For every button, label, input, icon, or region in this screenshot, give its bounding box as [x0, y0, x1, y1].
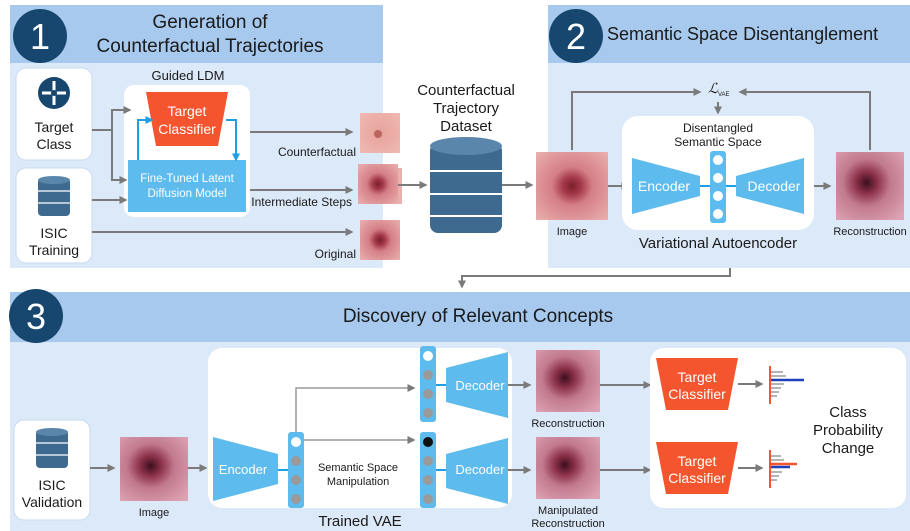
dataset-database-icon: [430, 137, 502, 233]
isic-training-label-2: Training: [29, 242, 79, 258]
guided-ldm-label: Guided LDM: [152, 68, 225, 83]
section-2-decoder-label: Decoder: [748, 178, 801, 194]
target-classifier-1-label-2: Classifier: [158, 121, 216, 137]
target-classifier-2-label: Target: [678, 369, 717, 385]
target-classifier-2: Target Classifier: [656, 358, 738, 410]
section-3-decoder-top-label: Decoder: [455, 378, 505, 393]
diffusion-label: Fine-Tuned Latent: [140, 173, 234, 185]
section-2-reconstruction-label: Reconstruction: [833, 226, 906, 238]
section-2-encoder: [632, 158, 700, 214]
class-change-label-1: Class: [829, 404, 867, 421]
section-3-encoder-label: Encoder: [219, 462, 268, 477]
section-3-number: 3: [26, 296, 46, 337]
original-label: Original: [315, 247, 356, 261]
probability-bars-bottom-icon: [769, 450, 797, 488]
manipulated-label-2: Reconstruction: [531, 518, 604, 530]
latent-vector-bottom: [420, 432, 436, 508]
trained-vae-label: Trained VAE: [318, 513, 401, 530]
database-icon: [38, 176, 70, 216]
target-classifier-1: Target Classifier: [146, 92, 228, 146]
target-classifier-3: Target Classifier: [656, 442, 738, 494]
dataset-label-3: Dataset: [440, 118, 493, 135]
isic-training-box: ISIC Training: [15, 167, 93, 264]
section-3-title: Discovery of Relevant Concepts: [343, 306, 613, 327]
section-2-encoder-label: Encoder: [638, 178, 690, 194]
section-3-decoder-bottom: [446, 438, 508, 504]
original-image: [360, 220, 400, 260]
manipulated-reconstruction-image: [536, 437, 600, 499]
target-class-box: Target Class: [15, 67, 93, 161]
isic-training-label: ISIC: [40, 225, 67, 241]
section-3-encoder: [213, 437, 278, 501]
section-3-decoder-top: [446, 352, 508, 418]
section-3-reconstruction-image: [536, 350, 600, 412]
section-3-input-image: [120, 437, 188, 501]
class-change-label-2: Probability: [813, 422, 884, 439]
disentangled-label-2: Semantic Space: [674, 135, 762, 149]
section-1-title-line1: Generation of: [152, 12, 268, 33]
disentangled-label-1: Disentangled: [683, 121, 753, 135]
counterfactual-label: Counterfactual: [278, 145, 356, 159]
class-change-label-3: Change: [822, 440, 875, 457]
target-class-label-2: Class: [36, 136, 71, 152]
section-3-reconstruction-label: Reconstruction: [531, 418, 604, 430]
diffusion-model-box: Fine-Tuned Latent Diffusion Model: [128, 160, 246, 212]
target-class-label: Target: [35, 119, 74, 135]
section-2-image-label: Image: [557, 226, 588, 238]
intermediate-image: [358, 164, 398, 204]
probability-bars-top-icon: [769, 366, 804, 404]
section-2-decoder: [736, 158, 804, 214]
section-2-input-image: [536, 152, 608, 220]
section-2-number: 2: [566, 16, 586, 57]
intermediate-steps-label: Intermediate Steps: [251, 195, 352, 209]
isic-validation-label-2: Validation: [22, 494, 82, 510]
section-3-image-label: Image: [139, 507, 170, 519]
latent-vector: [710, 151, 726, 223]
manipulation-label-2: Manipulation: [327, 476, 389, 488]
target-classifier-3-label: Target: [678, 453, 717, 469]
isic-validation-box: ISIC Validation: [13, 419, 91, 521]
vae-label: Variational Autoencoder: [639, 235, 797, 252]
section-3-decoder-bottom-label: Decoder: [455, 462, 505, 477]
dataset-label-1: Counterfactual: [417, 82, 515, 99]
target-classifier-1-label: Target: [168, 103, 207, 119]
section-1-title-line2: Counterfactual Trajectories: [96, 36, 323, 57]
manipulation-label-1: Semantic Space: [318, 462, 398, 474]
section-1-number: 1: [30, 16, 50, 57]
target-classifier-3-label-2: Classifier: [668, 470, 726, 486]
latent-vector-top: [420, 346, 436, 422]
latent-vector-input: [288, 432, 304, 508]
database-icon-2: [36, 428, 68, 468]
dataset-label-2: Trajectory: [433, 100, 500, 117]
manipulated-label-1: Manipulated: [538, 505, 598, 517]
loss-subscript: VAE: [718, 92, 730, 98]
isic-validation-label: ISIC: [38, 477, 65, 493]
diffusion-label-2: Diffusion Model: [147, 188, 226, 200]
section-2-reconstruction-image: [836, 152, 904, 220]
section-2-title: Semantic Space Disentanglement: [607, 24, 878, 44]
target-classifier-2-label-2: Classifier: [668, 386, 726, 402]
loss-symbol: ℒ: [708, 80, 719, 96]
